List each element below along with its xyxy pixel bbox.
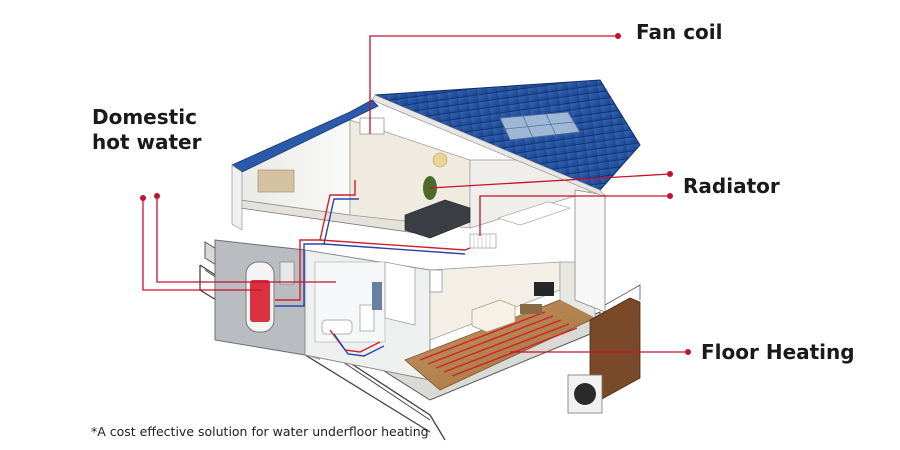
leader-lines (142, 35, 688, 353)
leader-dhw-bath (156, 196, 336, 283)
hot-water-tank (245, 261, 295, 333)
roof (231, 79, 641, 231)
deck (567, 284, 641, 414)
heating-pipes (275, 180, 471, 357)
leader-dhw-tank (142, 198, 262, 291)
underfloor-pipes (419, 311, 578, 377)
ground-floor (304, 249, 596, 391)
label-dhw-line2: hot water (92, 130, 202, 154)
upper-floor (239, 117, 606, 313)
leader-radiator-upper (429, 173, 671, 189)
leader-radiator-lower (479, 195, 670, 236)
label-domestic-hot-water: Domestic hot water (92, 105, 242, 155)
label-floor-heating: Floor Heating (701, 340, 855, 364)
leader-dots (140, 33, 691, 355)
label-fan-coil: Fan coil (636, 20, 723, 44)
footnote: *A cost effective solution for water und… (91, 424, 429, 439)
label-dhw-line1: Domestic (92, 105, 197, 129)
label-radiator: Radiator (683, 174, 780, 198)
leader-fan-coil (369, 35, 618, 134)
